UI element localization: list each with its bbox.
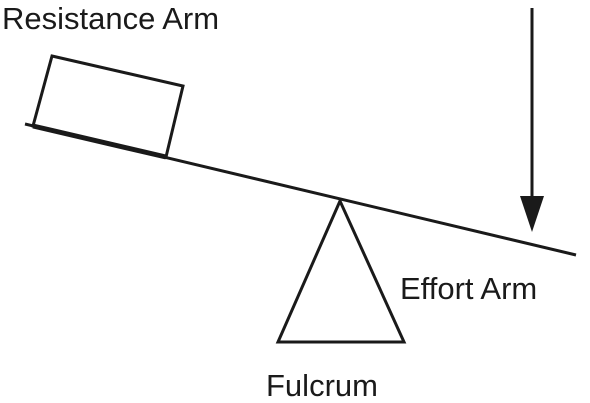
resistance-load-box [31,54,185,159]
fulcrum-triangle [275,197,407,344]
resistance-arm-label: Resistance Arm [2,1,219,36]
effort-arrowhead-icon [520,196,544,232]
effort-arm-label: Effort Arm [400,271,537,306]
fulcrum-label: Fulcrum [266,368,378,403]
